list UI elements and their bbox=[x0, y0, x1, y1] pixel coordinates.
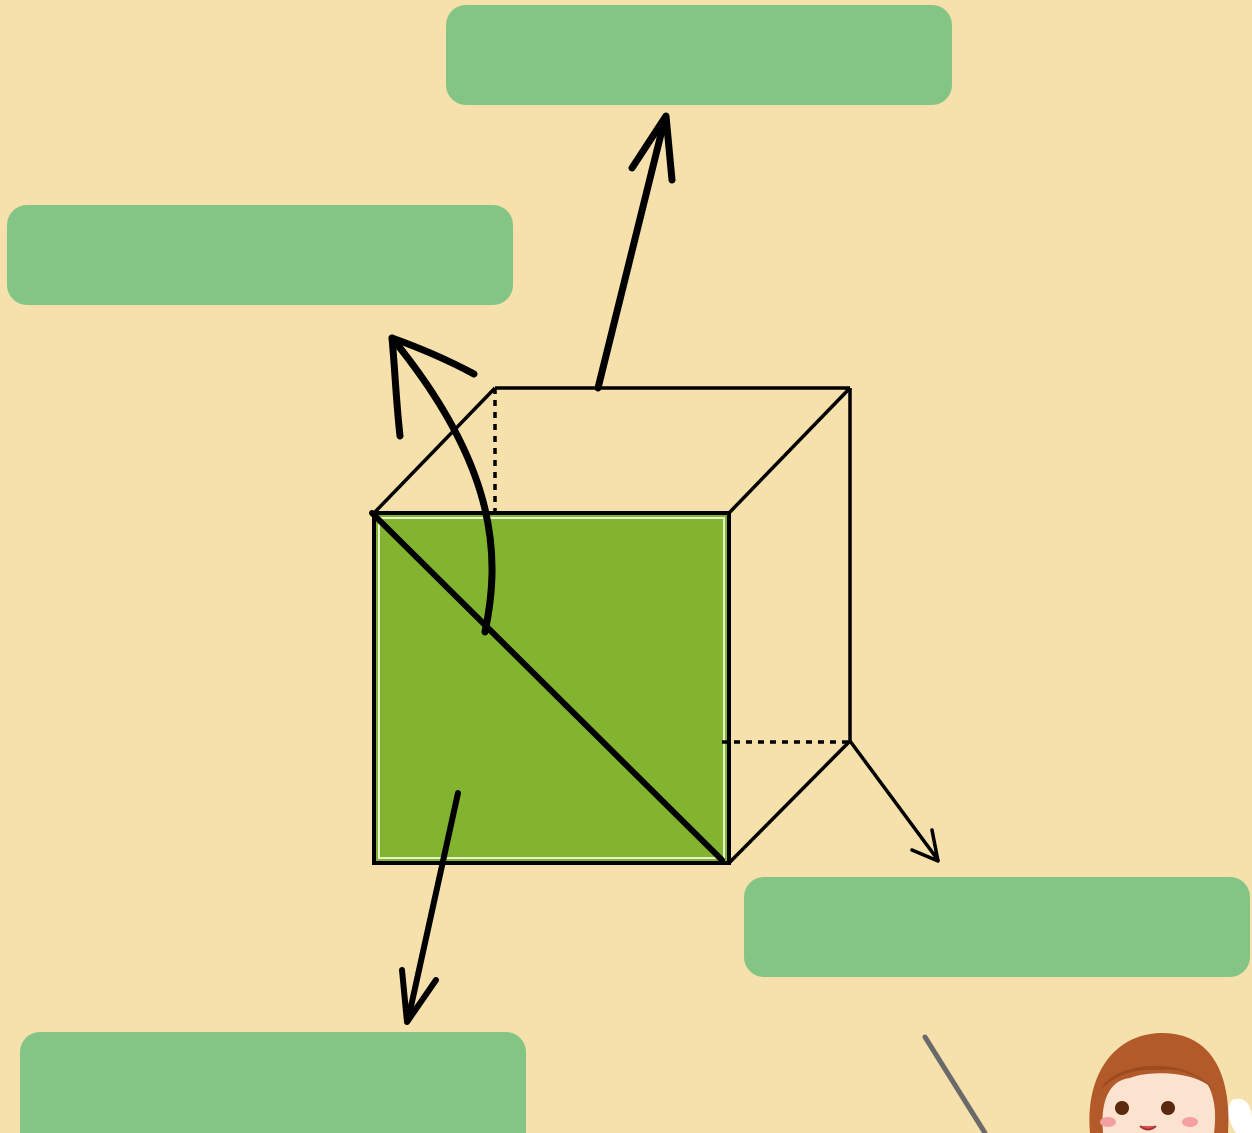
front-face-highlight bbox=[378, 517, 725, 859]
character-bangs bbox=[1100, 1065, 1215, 1092]
edge-top-right bbox=[727, 386, 852, 515]
edge-bottom-right bbox=[727, 739, 852, 865]
label-box-bottom bbox=[20, 1032, 526, 1133]
arrow-right-head bbox=[910, 828, 940, 863]
pointer-stick bbox=[922, 1034, 988, 1133]
label-box-left bbox=[7, 205, 513, 305]
teacher-character-icon bbox=[922, 1032, 1252, 1133]
character-mouth bbox=[1139, 1125, 1157, 1131]
edge-top-left bbox=[372, 386, 497, 515]
arrow-up-shaft bbox=[594, 114, 669, 392]
face-diagonal bbox=[369, 510, 725, 863]
arrow-up-head bbox=[628, 112, 676, 184]
label-box-right bbox=[744, 877, 1250, 977]
character-hand bbox=[1228, 1098, 1252, 1133]
arrow-down-head bbox=[399, 967, 439, 1025]
arrow-down-shaft bbox=[405, 790, 461, 1023]
character-right-cheek bbox=[1182, 1117, 1198, 1127]
arrow-curve-shaft bbox=[388, 334, 496, 636]
arrows bbox=[388, 112, 940, 1025]
cube-visible-edges bbox=[372, 386, 852, 865]
label-box-top bbox=[446, 5, 952, 105]
arrow-curve-head bbox=[388, 334, 478, 440]
cube-hidden-edges bbox=[493, 388, 850, 744]
arrow-right-shaft bbox=[848, 739, 940, 862]
character-right-eye bbox=[1161, 1101, 1175, 1115]
character-left-eye bbox=[1115, 1101, 1129, 1115]
character-left-cheek bbox=[1100, 1117, 1116, 1127]
